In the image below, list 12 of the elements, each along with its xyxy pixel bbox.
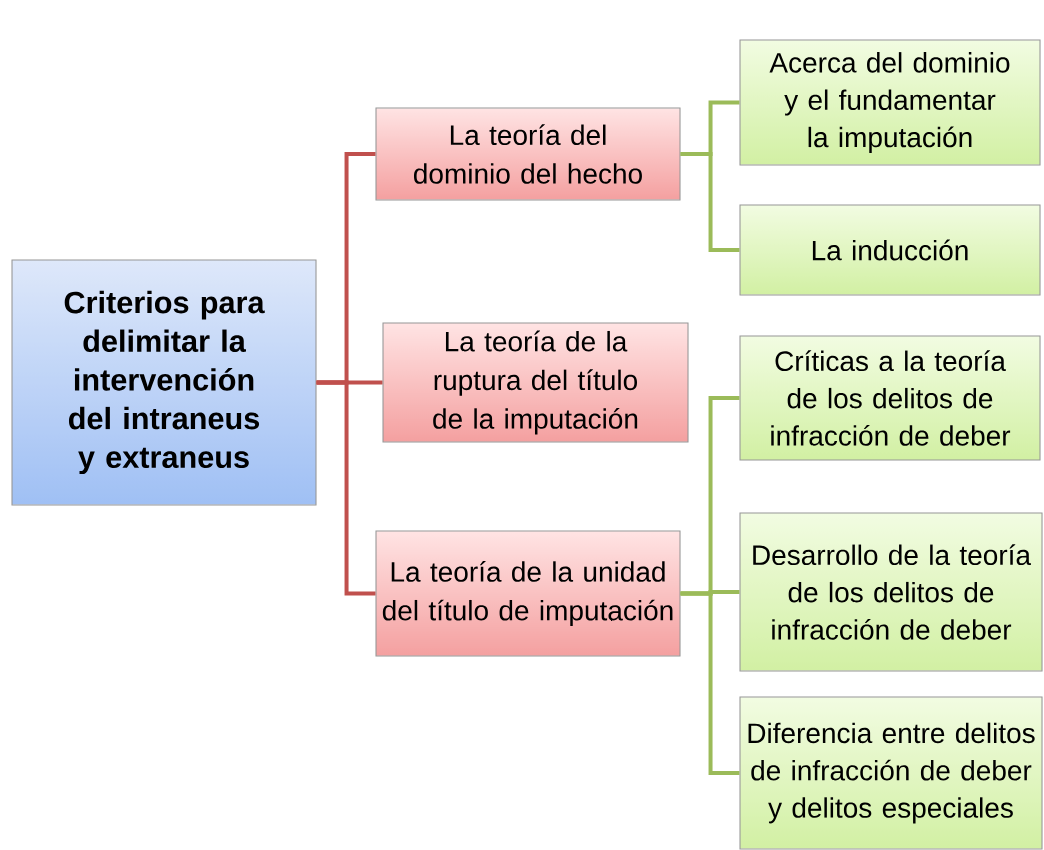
connector-line [680, 591, 740, 775]
topic-box: La teoría del dominio del hecho [375, 107, 681, 201]
subtopic-box: Desarrollo de la teoría de los delitos de infracción de deber [739, 512, 1043, 672]
subtopic-box: Acerca del dominio y el fundamentar la imputación [739, 39, 1041, 166]
topic-box: La teoría de la unidad del título de imputación [375, 530, 681, 657]
subtopic-box: Diferencia entre delitos de infracción de deber y delitos especiales [739, 696, 1043, 850]
connector-line [316, 380, 376, 596]
connector-line [680, 152, 740, 252]
topic-box: La teoría de la ruptura del título de la imputación [382, 322, 689, 443]
root-box: Criterios para delimitar la intervención del intraneus y extraneus [11, 259, 317, 506]
subtopic-box: La inducción [739, 204, 1041, 296]
subtopic-box: Críticas a la teoría de los delitos de infracción de deber [739, 335, 1041, 461]
